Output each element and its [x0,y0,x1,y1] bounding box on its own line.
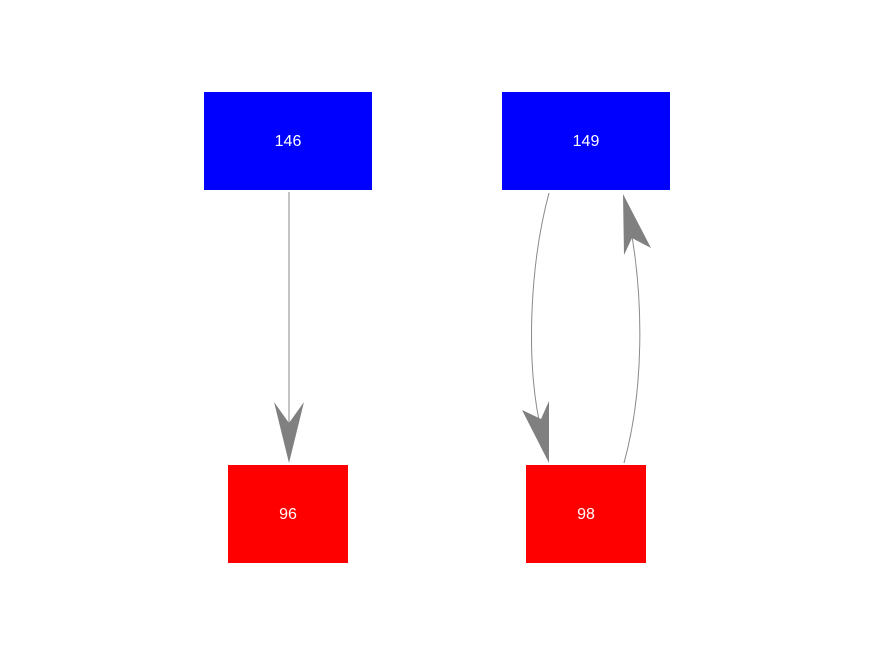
node-box [228,465,348,563]
node-box [204,92,372,190]
edge-98-to-149 [623,194,651,464]
node-label: 149 [573,133,600,150]
node-146[interactable]: 146 [204,92,372,190]
edge-line [623,224,641,464]
edge-146-to-96 [274,192,304,463]
node-98[interactable]: 98 [526,465,646,563]
arrowhead [274,402,304,463]
edge-line [531,192,550,435]
node-149[interactable]: 149 [502,92,670,190]
node-box [526,465,646,563]
node-box [502,92,670,190]
node-label: 96 [279,506,297,523]
arrowhead [522,401,549,463]
node-label: 146 [275,133,302,150]
edge-149-to-98 [522,192,550,463]
node-label: 98 [577,506,595,523]
arrowhead [623,194,651,255]
node-96[interactable]: 96 [228,465,348,563]
